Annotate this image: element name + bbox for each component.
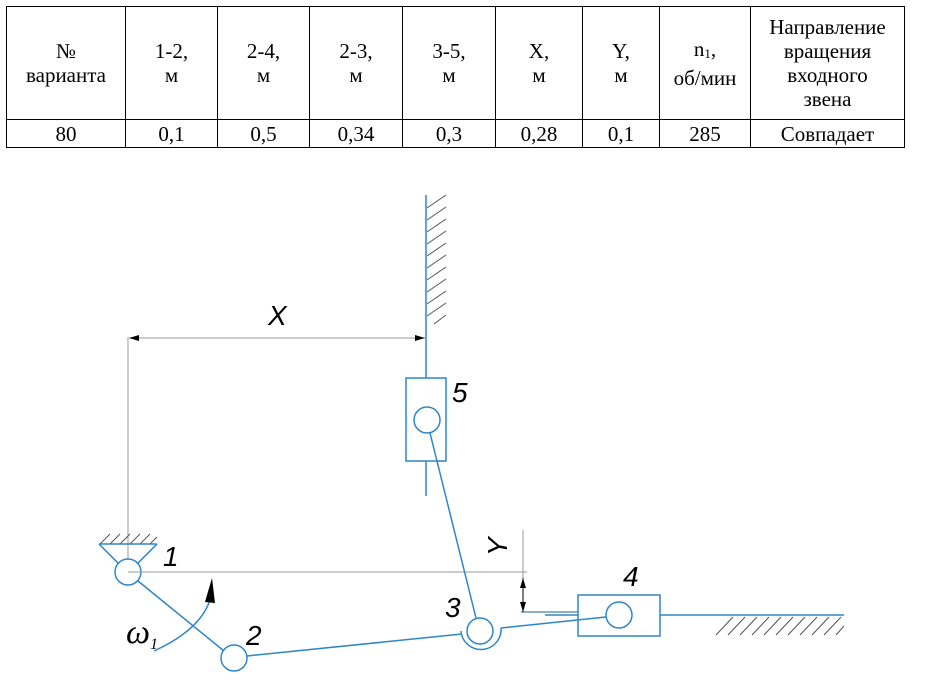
omega-symbol: ω [126, 614, 150, 651]
header-unit: м [164, 63, 179, 87]
header-link-2-3: 2-3,м [309, 6, 403, 120]
header-text: 3-5, [432, 39, 466, 63]
header-subscript: 1 [704, 45, 711, 61]
slider-4 [577, 594, 661, 637]
header-text: звена [803, 87, 852, 111]
cell-link-3-5: 0,3 [402, 119, 496, 148]
header-link-1-2: 1-2,м [125, 6, 218, 120]
header-text: входного [787, 63, 868, 87]
cell-link-2-3: 0,34 [309, 119, 403, 148]
header-x: X,м [495, 6, 583, 120]
fixed-support-1 [98, 533, 158, 564]
slider-5 [405, 377, 447, 462]
header-text: 1-2, [154, 39, 189, 63]
header-unit: м [349, 63, 363, 87]
joint-2 [220, 644, 248, 672]
header-y: Y,м [582, 6, 660, 120]
header-text: 2-4, [246, 39, 281, 63]
joint-4 [605, 601, 633, 629]
joint-3-label: 3 [445, 592, 461, 623]
slider-4-label: 4 [623, 561, 639, 592]
link-2-3-left [246, 633, 463, 657]
link-3-4-right [500, 616, 607, 629]
hatch-vertical [426, 194, 447, 325]
dim-x-label: X [267, 300, 288, 331]
omega-label: ω1 [126, 614, 158, 653]
dim-y-label: Y [482, 535, 513, 556]
omega-arc [153, 599, 211, 652]
joint-2-label: 2 [245, 620, 262, 651]
header-unit: м [442, 63, 456, 87]
omega-subscript: 1 [150, 636, 158, 653]
cell-variant: 80 [6, 119, 126, 148]
joint-3 [466, 617, 494, 645]
slider-5-label: 5 [452, 377, 468, 408]
table-row: 80 0,1 0,5 0,34 0,3 0,28 0,1 285 Совпада… [6, 119, 905, 148]
header-n1: n1, об/мин [659, 6, 751, 120]
crank-1-2 [137, 580, 225, 652]
header-unit: м [532, 63, 546, 87]
cell-rotation-direction: Совпадает [750, 119, 905, 148]
header-text: варианта [25, 63, 106, 87]
header-text: 2-3, [339, 39, 373, 63]
omega-arrowhead-icon [205, 578, 215, 603]
header-unit: м [256, 63, 271, 87]
joint-3-housing [460, 627, 502, 651]
header-text: Y, [612, 39, 630, 63]
header-text: вращения [783, 39, 872, 63]
hatch-horizontal [715, 616, 845, 636]
header-text: X, [528, 39, 550, 63]
hatch-support-1 [99, 533, 158, 545]
header-text: , [710, 36, 717, 61]
header-link-3-5: 3-5,м [402, 6, 496, 120]
header-unit: об/мин [673, 65, 737, 90]
joint-1-label: 1 [163, 541, 179, 572]
cell-n1: 285 [659, 119, 751, 148]
header-unit: м [614, 63, 628, 87]
header-text: n [693, 36, 705, 61]
header-text: № [55, 39, 77, 63]
joint-5 [413, 406, 441, 434]
cell-link-2-4: 0,5 [217, 119, 310, 148]
cell-x: 0,28 [495, 119, 583, 148]
header-link-2-4: 2-4,м [217, 6, 310, 120]
cell-y: 0,1 [582, 119, 660, 148]
vertical-guide [425, 194, 447, 496]
link-3-5 [429, 432, 477, 619]
header-text: Направление [769, 15, 886, 39]
dimension-x [127, 335, 425, 572]
cell-link-1-2: 0,1 [125, 119, 218, 148]
